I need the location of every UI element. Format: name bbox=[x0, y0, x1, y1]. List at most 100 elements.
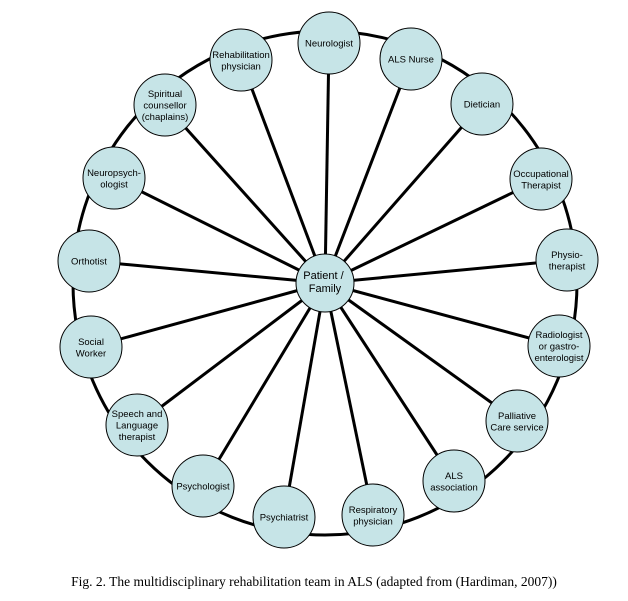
node-label-line: therapist bbox=[119, 432, 156, 443]
node-label-line: enterologist bbox=[534, 353, 583, 364]
node-label-line: Neurologist bbox=[305, 39, 353, 50]
node-psychiatrist: Psychiatrist bbox=[252, 485, 316, 549]
spoke-line bbox=[163, 103, 327, 285]
node-circle bbox=[82, 146, 146, 210]
spoke-line bbox=[323, 42, 331, 284]
node-als-nurse: ALS Nurse bbox=[379, 27, 443, 91]
node-label: Neurologist bbox=[305, 39, 353, 50]
node-label-line: Language bbox=[116, 421, 158, 432]
node-circle bbox=[252, 485, 316, 549]
node-label: Psychologist bbox=[176, 482, 230, 493]
node-psychologist: Psychologist bbox=[171, 454, 235, 518]
node-label-line: Psychologist bbox=[176, 482, 230, 493]
node-label-line: Psychiatrist bbox=[260, 513, 309, 524]
spoke-line bbox=[90, 281, 326, 349]
node-label-line: ALS bbox=[445, 471, 463, 482]
node-neuropsychologist: Neuropsych-ologist bbox=[82, 146, 146, 210]
node-circle bbox=[450, 72, 514, 136]
node-label-line: Orthotist bbox=[71, 257, 107, 268]
node-label-line: (chaplains) bbox=[142, 112, 188, 123]
node-circle bbox=[209, 28, 273, 92]
node-label-line: ALS Nurse bbox=[388, 55, 434, 66]
spoke-line bbox=[323, 58, 413, 284]
node-circle bbox=[485, 389, 549, 453]
node-physiotherapist: Physio-therapist bbox=[535, 228, 599, 292]
node-dietician: Dietician bbox=[450, 72, 514, 136]
node-orthotist: Orthotist bbox=[57, 229, 121, 293]
node-label-line: Occupational bbox=[513, 169, 568, 180]
node-circle bbox=[57, 229, 121, 293]
node-circle bbox=[105, 393, 169, 457]
spoke-line bbox=[323, 282, 456, 482]
node-circle bbox=[297, 11, 361, 75]
node-label-line: association bbox=[430, 482, 478, 493]
node-neurologist: Neurologist bbox=[297, 11, 361, 75]
node-label: Dietician bbox=[464, 100, 500, 111]
node-circle bbox=[379, 27, 443, 91]
spoke-line bbox=[88, 259, 326, 285]
node-label-line: Neuropsych- bbox=[87, 168, 141, 179]
node-circle bbox=[535, 228, 599, 292]
spoke-line bbox=[239, 59, 327, 284]
spoke-line bbox=[136, 281, 326, 427]
node-circle bbox=[171, 454, 235, 518]
node-label: ALS Nurse bbox=[388, 55, 434, 66]
node-label-line: counsellor bbox=[143, 101, 186, 112]
spoke-line bbox=[282, 282, 327, 518]
node-label-line: Dietician bbox=[464, 100, 500, 111]
figure-caption: Fig. 2. The multidisciplinary rehabilita… bbox=[71, 574, 557, 589]
node-label-line: Palliative bbox=[498, 411, 536, 422]
node-label: Psychiatrist bbox=[260, 513, 309, 524]
node-circle bbox=[341, 483, 405, 547]
node-label-line: Respiratory bbox=[349, 505, 398, 516]
node-label-line: Spiritual bbox=[148, 89, 182, 100]
node-label: Orthotist bbox=[71, 257, 107, 268]
node-label-line: Rehabilitation bbox=[212, 50, 270, 61]
node-label-line: ologist bbox=[100, 179, 128, 190]
node-label: Physio-therapist bbox=[549, 250, 586, 273]
spoke-line bbox=[324, 281, 560, 348]
node-label-line: Care service bbox=[490, 422, 543, 433]
node-label-line: Speech and bbox=[112, 409, 163, 420]
node-label-line: Worker bbox=[76, 348, 106, 359]
node-label-line: therapist bbox=[549, 261, 586, 272]
spoke-line bbox=[323, 103, 484, 284]
node-circle bbox=[509, 147, 573, 211]
node-label-line: Physio- bbox=[551, 250, 583, 261]
node-circle bbox=[527, 314, 591, 378]
node-circle bbox=[422, 449, 486, 513]
center-node-circle bbox=[295, 253, 355, 313]
node-circle bbox=[59, 315, 123, 379]
spoke-line bbox=[323, 282, 375, 516]
node-label-line: or gastro- bbox=[539, 342, 580, 353]
node-label-line: physician bbox=[221, 61, 261, 72]
node-circle bbox=[133, 73, 197, 137]
node-label-line: Social bbox=[78, 337, 104, 348]
spoke-line bbox=[324, 281, 518, 423]
center-label-line: Patient / bbox=[303, 270, 344, 282]
node-label-line: physician bbox=[353, 516, 393, 527]
spoke-line bbox=[324, 177, 542, 285]
spoke-line bbox=[201, 282, 327, 487]
center-label-line: Family bbox=[309, 283, 342, 295]
spoke-line bbox=[113, 176, 326, 285]
